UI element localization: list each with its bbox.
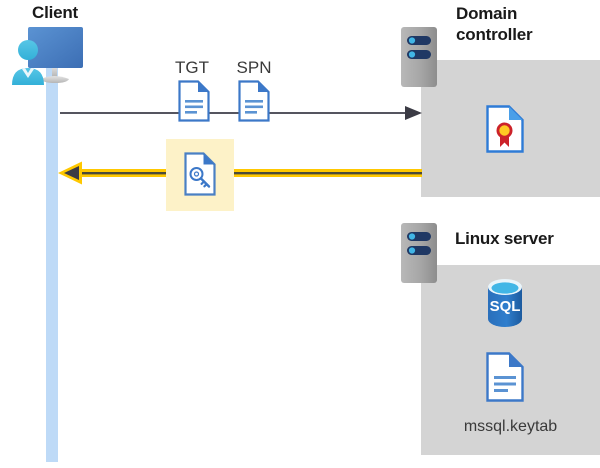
tgt-label: TGT (175, 58, 209, 77)
certificate-document-icon (486, 105, 524, 153)
client-user-monitor-icon (8, 22, 104, 88)
domain-controller-server-icon (400, 26, 442, 88)
linux-server-title: Linux server (455, 229, 554, 248)
tgt-document-icon (178, 80, 210, 122)
keytab-filename-label: mssql.keytab (463, 418, 558, 435)
spn-label: SPN (236, 58, 272, 77)
domain-controller-title: Domain controller (456, 4, 533, 44)
client-lifeline (46, 62, 58, 462)
svg-text:SQL: SQL (490, 298, 521, 315)
client-title: Client (32, 3, 79, 22)
linux-server-server-icon (400, 222, 442, 284)
sql-database-icon: SQL (483, 278, 527, 328)
request-arrow (60, 103, 422, 123)
response-arrow (58, 160, 422, 186)
spn-document-icon (238, 80, 270, 122)
key-document-icon (184, 152, 216, 196)
keytab-document-icon (486, 352, 524, 402)
